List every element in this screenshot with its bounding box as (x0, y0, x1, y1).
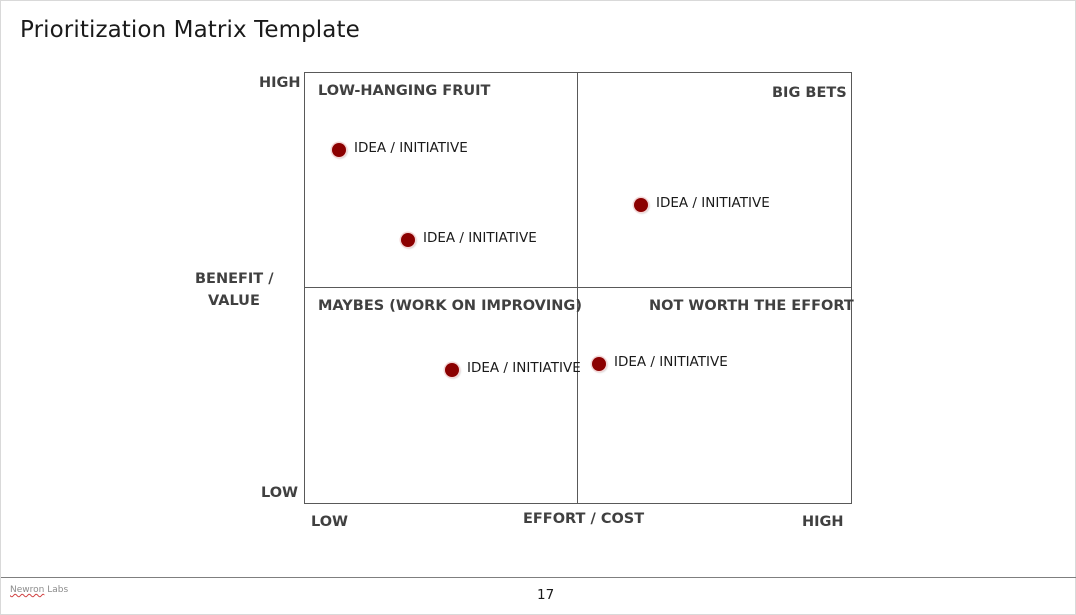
idea-label: IDEA / INITIATIVE (656, 195, 770, 211)
matrix-frame (304, 72, 852, 504)
quadrant-label-big-bets: BIG BETS (772, 85, 847, 101)
y-axis-high-label: HIGH (259, 75, 301, 91)
matrix-vertical-divider (577, 72, 578, 504)
quadrant-label-low-hanging-fruit: LOW-HANGING FRUIT (318, 83, 491, 99)
y-axis-low-label: LOW (261, 485, 299, 501)
idea-marker[interactable]: IDEA / INITIATIVE (634, 195, 770, 213)
x-axis-low-label: LOW (311, 514, 349, 530)
idea-dot-icon (592, 357, 606, 371)
quadrant-label-maybes: MAYBES (WORK ON IMPROVING) (318, 298, 582, 314)
idea-label: IDEA / INITIATIVE (354, 140, 468, 156)
y-axis-title-line2: VALUE (208, 293, 260, 309)
idea-marker[interactable]: IDEA / INITIATIVE (332, 140, 468, 158)
idea-label: IDEA / INITIATIVE (614, 354, 728, 370)
idea-marker[interactable]: IDEA / INITIATIVE (592, 354, 728, 372)
footer-brand-first: Newron (10, 585, 45, 595)
idea-dot-icon (332, 143, 346, 157)
idea-label: IDEA / INITIATIVE (423, 230, 537, 246)
idea-dot-icon (634, 198, 648, 212)
idea-marker[interactable]: IDEA / INITIATIVE (445, 360, 581, 378)
idea-marker[interactable]: IDEA / INITIATIVE (401, 230, 537, 248)
footer-divider (1, 577, 1076, 578)
footer-brand-second: Labs (47, 585, 69, 595)
idea-dot-icon (401, 233, 415, 247)
quadrant-label-not-worth-effort: NOT WORTH THE EFFORT (649, 298, 854, 314)
matrix-horizontal-divider (304, 287, 852, 288)
x-axis-high-label: HIGH (802, 514, 844, 530)
x-axis-title: EFFORT / COST (523, 511, 645, 527)
slide-title: Prioritization Matrix Template (20, 17, 360, 43)
y-axis-title-line1: BENEFIT / (195, 271, 274, 287)
idea-dot-icon (445, 363, 459, 377)
footer-brand: Newron Labs (10, 585, 68, 595)
idea-label: IDEA / INITIATIVE (467, 360, 581, 376)
page-number: 17 (537, 587, 555, 603)
